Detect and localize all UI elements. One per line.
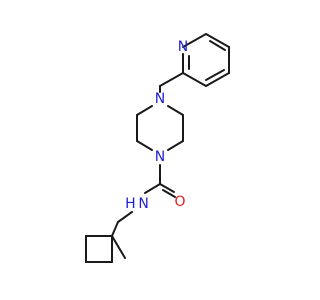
bond-c-o bbox=[159, 183, 175, 193]
piperazine-nitrogen-top-label: N bbox=[155, 91, 165, 107]
molecule-structure: N N N O H N bbox=[85, 33, 230, 263]
bond-c-o-double bbox=[162, 189, 176, 198]
pyridine-ring bbox=[182, 33, 230, 87]
cyclobutane-ring bbox=[85, 235, 113, 263]
bond-methyl bbox=[111, 235, 126, 259]
molecule-canvas: N N N O H N bbox=[85, 33, 230, 263]
bond bbox=[209, 40, 226, 51]
bond-ch2-cq bbox=[111, 221, 119, 237]
bond bbox=[136, 105, 153, 116]
bond bbox=[205, 33, 230, 48]
bond bbox=[167, 140, 184, 151]
bond bbox=[136, 140, 153, 151]
amide-nh-label: H N bbox=[125, 196, 149, 212]
bond bbox=[182, 72, 207, 87]
piperazine-ring bbox=[136, 105, 184, 151]
bond-c-nh bbox=[144, 183, 161, 194]
carbonyl-oxygen-label: O bbox=[174, 194, 185, 210]
piperazine-nitrogen-bottom-label: N bbox=[155, 149, 165, 165]
bond bbox=[182, 33, 207, 48]
bond-ch2-py bbox=[159, 72, 184, 87]
pyridine-nitrogen-label: N bbox=[178, 39, 188, 55]
bond bbox=[205, 72, 230, 87]
bond-nh-ch2 bbox=[117, 211, 133, 223]
bond bbox=[167, 105, 184, 116]
bond bbox=[205, 69, 225, 81]
